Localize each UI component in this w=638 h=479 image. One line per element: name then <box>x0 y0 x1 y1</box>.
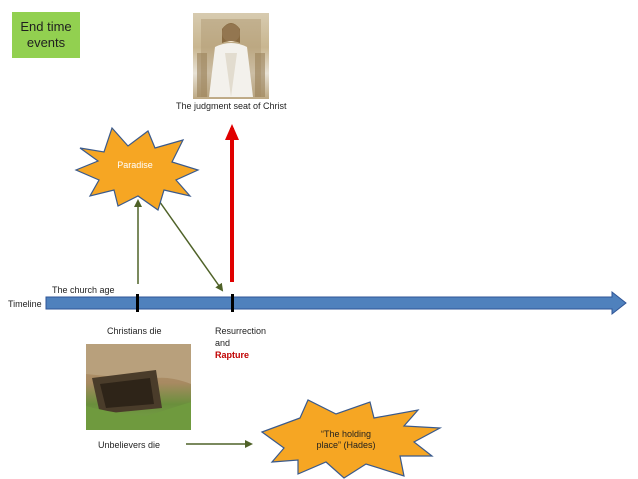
unbelievers-die-label: Unbelievers die <box>98 440 161 450</box>
judgment-seat-label: The judgment seat of Christ <box>176 101 287 111</box>
hades-line-1: “The holding <box>320 429 372 439</box>
open-grave-image <box>86 344 191 430</box>
title-box: End time events <box>12 12 80 58</box>
title-line-2: events <box>26 35 66 50</box>
christ-on-throne-image <box>193 13 269 99</box>
resurrection-text: Resurrection <box>215 326 267 336</box>
christians-die-label: Christians die <box>107 326 162 336</box>
timeline-arrow <box>45 290 627 316</box>
arrow-paradise-to-resurrection <box>156 197 224 292</box>
resurrection-rapture-label: Resurrection and Rapture <box>215 325 266 361</box>
and-text: and <box>215 338 231 348</box>
hades-label: “The holding place” (Hades) <box>296 429 396 451</box>
title-line-1: End time <box>20 19 72 34</box>
rapture-text: Rapture <box>215 350 250 360</box>
hades-line-2: place” (Hades) <box>316 440 376 450</box>
church-age-label: The church age <box>52 285 115 295</box>
christ-figure-icon <box>197 19 265 97</box>
tick-resurrection <box>231 294 234 312</box>
paradise-label: Paradise <box>117 160 153 170</box>
timeline-label: Timeline <box>8 299 42 309</box>
hades-burst <box>260 399 443 479</box>
paradise-burst <box>74 126 200 211</box>
grave-icon <box>86 344 191 430</box>
tick-christians-die <box>136 294 139 312</box>
